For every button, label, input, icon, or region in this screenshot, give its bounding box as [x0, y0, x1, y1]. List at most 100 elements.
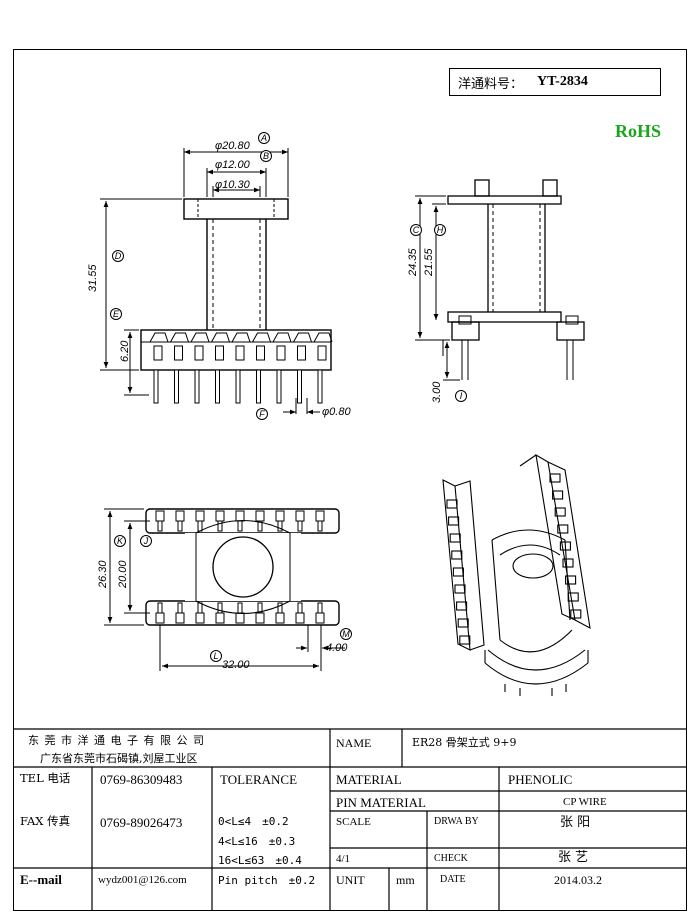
- drawby-value: 张 阳: [560, 815, 591, 830]
- isometric-view: [442, 453, 591, 696]
- dim-bottom-row-span: 20.00: [117, 560, 129, 588]
- tolerance-range-1: 0<L≤4 ±0.2: [218, 815, 289, 828]
- rohs-mark: RoHS: [615, 121, 662, 141]
- front-pin: [194, 369, 200, 404]
- iso-slot-right: [554, 507, 566, 517]
- callout-l: L: [210, 650, 222, 662]
- tolerance-range-2: 4<L≤16 ±0.3: [218, 835, 296, 848]
- base-slot: [174, 345, 183, 361]
- dim-outer-diameter: φ20.80: [215, 140, 250, 152]
- base-slot: [194, 345, 204, 361]
- front-pin: [153, 369, 159, 404]
- unit-value: mm: [396, 873, 415, 887]
- base-slot: [276, 345, 286, 361]
- name-label: NAME: [336, 736, 372, 750]
- callout-m: M: [340, 628, 352, 640]
- dim-inner-diameter: φ10.30: [215, 179, 250, 191]
- base-notch: [252, 332, 271, 343]
- front-pin: [174, 369, 179, 404]
- bottom-pin-top: [157, 520, 163, 532]
- base-slot: [297, 345, 306, 361]
- scale-value: 4/1: [336, 853, 351, 865]
- tolerance-pin-pitch: Pin pitch ±0.2: [218, 874, 316, 887]
- bottom-slot-bottom: [295, 612, 305, 624]
- iso-slot-left: [448, 516, 460, 526]
- iso-slot-left: [457, 618, 469, 628]
- dim-bottom-length: 32.00: [222, 659, 250, 671]
- front-pin: [297, 369, 302, 404]
- callout-k: K: [114, 535, 126, 547]
- bottom-pin-top: [317, 520, 323, 532]
- base-notch: [293, 332, 312, 343]
- bottom-pin-top: [297, 520, 303, 532]
- dim-bottom-width: 26.30: [97, 560, 109, 588]
- bottom-slot-top: [275, 510, 285, 522]
- bottom-pin-bottom: [317, 602, 323, 614]
- check-value: 张 艺: [558, 850, 589, 865]
- material-label: MATERIAL: [336, 772, 402, 787]
- dim-pin-pitch: 4.00: [326, 642, 348, 654]
- check-label: CHECK: [434, 853, 468, 864]
- base-slot: [215, 345, 224, 361]
- callout-i: I: [455, 390, 467, 402]
- material-value: PHENOLIC: [508, 772, 573, 787]
- company-name: 东 莞 市 洋 通 电 子 有 限 公 司: [28, 734, 205, 747]
- callout-a: A: [258, 132, 270, 144]
- bottom-slot-bottom: [155, 612, 165, 624]
- callout-h: H: [434, 224, 446, 236]
- bottom-slot-bottom: [195, 612, 205, 624]
- front-pin: [317, 369, 323, 404]
- bottom-pin-top: [257, 520, 263, 532]
- bottom-slot-top: [295, 510, 305, 522]
- bottom-pin-bottom: [217, 602, 223, 614]
- dim-side-pin-length: 3.00: [431, 381, 443, 403]
- callout-j: J: [140, 535, 152, 547]
- iso-slot-left: [451, 550, 463, 560]
- bottom-pin-bottom: [157, 602, 163, 614]
- callout-d: D: [112, 250, 124, 262]
- iso-slot-left: [454, 584, 466, 594]
- base-slot: [256, 345, 265, 361]
- front-pin: [276, 369, 282, 404]
- bottom-slot-bottom: [315, 612, 325, 624]
- bottom-slot-top: [155, 510, 165, 522]
- iso-slot-left: [446, 499, 458, 509]
- base-notch: [211, 332, 230, 343]
- iso-slot-right: [552, 490, 564, 500]
- iso-slot-right: [567, 592, 579, 602]
- callout-c: C: [410, 224, 422, 236]
- email-label: E--mail: [20, 872, 62, 887]
- dim-mid-diameter: φ12.00: [215, 159, 250, 171]
- base-notch: [231, 332, 251, 343]
- dim-side-inner-height: 21.55: [423, 248, 435, 276]
- bottom-slot-bottom: [235, 612, 245, 624]
- part-number-box: 洋通料号： YT-2834: [449, 68, 661, 96]
- bottom-slot-top: [235, 510, 245, 522]
- base-notch: [170, 332, 189, 343]
- fax-label: FAX 传真: [20, 814, 71, 828]
- tolerance-label: TOLERANCE: [220, 772, 298, 787]
- iso-slot-right: [565, 575, 577, 585]
- bottom-view: [104, 508, 345, 671]
- bottom-slot-top: [215, 510, 225, 522]
- base-slot: [153, 345, 163, 361]
- fax-value: 0769-89026473: [100, 815, 183, 830]
- date-label: DATE: [440, 874, 466, 885]
- tel-label: TEL 电话: [20, 771, 71, 785]
- dim-pin-diameter: φ0.80: [322, 406, 351, 418]
- callout-b: B: [260, 150, 272, 162]
- drawing-sheet-border: [13, 49, 687, 911]
- company-address: 广东省东莞市石碣镇,刘屋工业区: [40, 752, 198, 765]
- bottom-pin-top: [177, 520, 183, 532]
- date-value: 2014.03.2: [554, 873, 602, 887]
- bottom-slot-bottom: [175, 612, 185, 624]
- side-view: [415, 179, 585, 381]
- scale-label: SCALE: [336, 816, 371, 828]
- bottom-slot-top: [195, 510, 205, 522]
- iso-slot-left: [456, 601, 468, 611]
- bottom-slot-top: [255, 510, 265, 522]
- tel-value: 0769-86309483: [100, 772, 183, 787]
- base-slot: [235, 345, 245, 361]
- bottom-pin-top: [237, 520, 243, 532]
- bottom-pin-bottom: [197, 602, 203, 614]
